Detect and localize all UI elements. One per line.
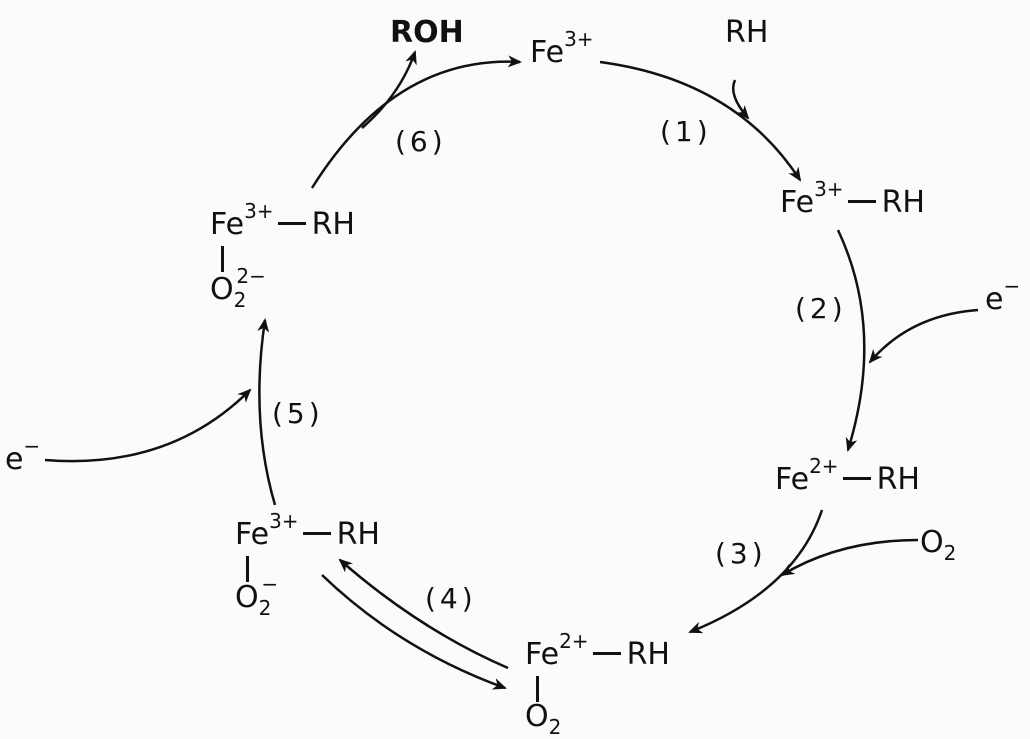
substrate-rh-label: RH (725, 15, 769, 50)
species-fe2-rh: Fe2+RH (775, 454, 920, 497)
fe-o2-bond (536, 676, 539, 702)
fe-superoxide-bond (246, 556, 249, 582)
step-label-5: (5) (272, 397, 324, 430)
arrow-roh-out (361, 50, 417, 129)
species-fe3-rh-o2-superoxide: Fe3+RH (235, 509, 380, 552)
arrow-step-6 (310, 55, 522, 189)
arrow-e-step-2 (868, 308, 979, 364)
species-fe3-rh: Fe3+RH (780, 177, 925, 220)
arrow-step-1 (599, 60, 802, 182)
ligand-peroxide: O22− (210, 264, 266, 312)
step-label-6: (6) (395, 125, 447, 158)
arrow-step-4-reverse (338, 558, 509, 670)
step-label-1: (1) (660, 115, 712, 148)
ligand-o2: O2 (525, 699, 562, 739)
oxygen-in-label: O2 (920, 525, 957, 565)
species-fe2-rh-o2: Fe2+RH (525, 629, 670, 672)
ligand-superoxide: O2− (235, 572, 279, 620)
arrow-step-5 (257, 318, 277, 506)
product-roh-label: ROH (390, 15, 464, 50)
arrow-e-step-5 (44, 388, 252, 463)
arrow-rh-in (731, 79, 750, 120)
fe-peroxide-bond (221, 246, 224, 272)
arrow-step-2 (836, 229, 866, 452)
arrow-step-3 (688, 509, 824, 634)
arrow-o2-in (780, 538, 919, 577)
species-fe3: Fe3+ (530, 27, 594, 70)
arrow-step-4-forward (321, 574, 507, 690)
electron-step-2-label: e− (985, 274, 1021, 317)
electron-step-5-label: e− (5, 434, 41, 477)
step-label-2: (2) (795, 292, 847, 325)
species-fe3-rh-o2-peroxide: Fe3+RH (210, 199, 355, 242)
step-label-3: (3) (715, 537, 767, 570)
step-label-4: (4) (425, 582, 477, 615)
